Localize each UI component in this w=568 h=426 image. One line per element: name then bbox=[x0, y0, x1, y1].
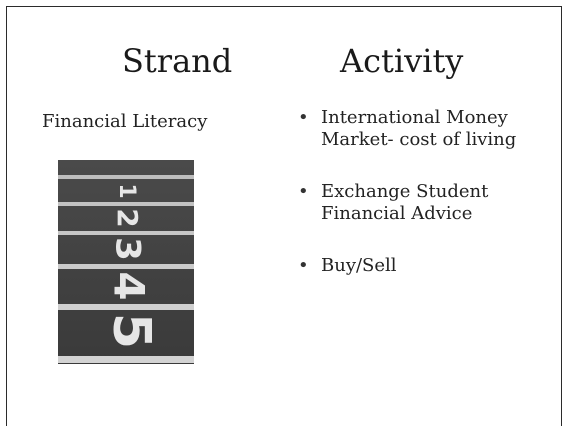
slide-border-left bbox=[6, 6, 7, 426]
lane-number-3: 3 bbox=[108, 237, 148, 261]
activity-heading: Activity bbox=[340, 42, 464, 80]
activity-list: • International Money Market- cost of li… bbox=[298, 107, 548, 307]
bullet-icon: • bbox=[298, 255, 309, 276]
activity-item-text: Exchange Student Financial Advice bbox=[321, 181, 489, 224]
activity-item: • Exchange Student Financial Advice bbox=[298, 181, 548, 225]
lane-number-4: 4 bbox=[105, 271, 154, 300]
lane-number-1: 1 bbox=[114, 183, 139, 198]
slide-border-right bbox=[561, 6, 562, 426]
lane-number-6: 6 bbox=[96, 360, 169, 364]
activity-item: • Buy/Sell bbox=[298, 255, 548, 277]
bullet-icon: • bbox=[298, 107, 309, 128]
activity-item-text: Buy/Sell bbox=[321, 255, 397, 276]
lane-number-5: 5 bbox=[101, 313, 161, 349]
strand-label: Financial Literacy bbox=[42, 111, 208, 132]
bullet-icon: • bbox=[298, 181, 309, 202]
lane-numbers: 1 2 3 4 5 6 bbox=[96, 183, 169, 364]
lane-number-2: 2 bbox=[111, 208, 144, 227]
slide-border-top bbox=[6, 6, 562, 7]
strand-heading: Strand bbox=[122, 42, 233, 80]
activity-item-text: International Money Market- cost of livi… bbox=[321, 107, 517, 150]
running-track-lane-numbers-photo: 1 2 3 4 5 6 bbox=[58, 160, 194, 364]
activity-item: • International Money Market- cost of li… bbox=[298, 107, 548, 151]
